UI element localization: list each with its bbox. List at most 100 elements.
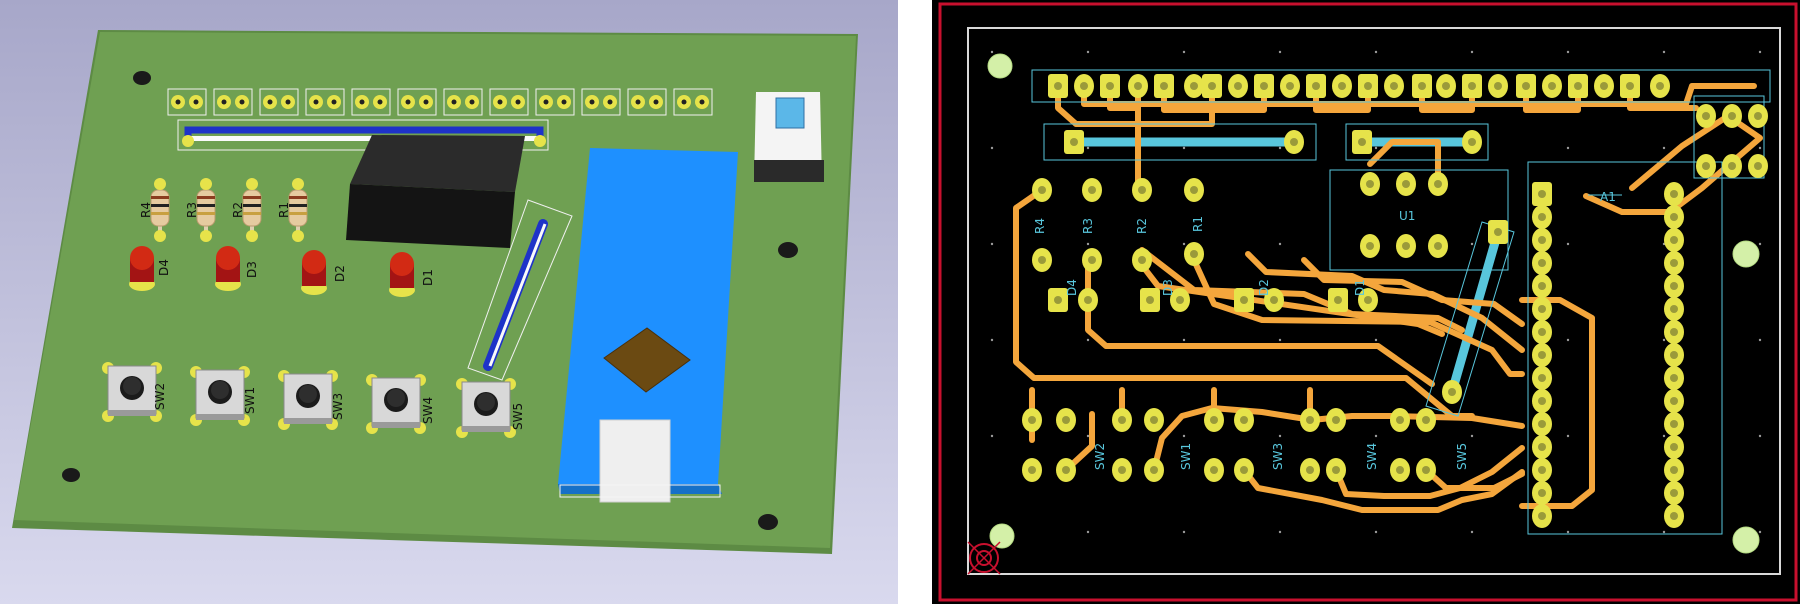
- relay-top: [350, 135, 525, 192]
- mounting-hole: [778, 242, 798, 258]
- header-pad-pair: [351, 88, 391, 116]
- pad: [1048, 74, 1068, 98]
- switch-outline: [1693, 95, 1765, 179]
- pad: [1384, 74, 1404, 98]
- header-pad-pair: [213, 88, 253, 116]
- pad: [1532, 435, 1552, 459]
- pad: [1032, 248, 1052, 272]
- pad: [1748, 154, 1768, 178]
- pad: [1442, 380, 1462, 404]
- pcb-canvas[interactable]: R4 R3 R2 R1 D4 D3 D2 D1 U1 A1 SW2 SW1 SW…: [932, 0, 1800, 604]
- top-trace: [1519, 297, 1595, 509]
- tactile-switch[interactable]: [456, 378, 516, 438]
- silk-sw2: SW2: [153, 383, 167, 410]
- pad: [1532, 228, 1552, 252]
- pad: [182, 135, 194, 147]
- ref-sw2: SW2: [1093, 443, 1107, 470]
- pad: [1664, 228, 1684, 252]
- pad: [1204, 458, 1224, 482]
- pad: [1664, 412, 1684, 436]
- pad: [1664, 205, 1684, 229]
- top-trace: [1629, 113, 1731, 191]
- pad: [1170, 288, 1190, 312]
- tactile-switch[interactable]: [278, 370, 338, 430]
- header-pad-pair: [397, 88, 437, 116]
- pad: [1332, 74, 1352, 98]
- pad: [1064, 130, 1084, 154]
- ref-r2: R2: [1135, 218, 1149, 234]
- pad: [1722, 104, 1742, 128]
- pad: [1326, 458, 1346, 482]
- mcu-chip: [603, 327, 691, 393]
- pad: [1264, 288, 1284, 312]
- pad: [1664, 320, 1684, 344]
- pad: [1234, 408, 1254, 432]
- pad: [1488, 220, 1508, 244]
- jumper-wire-body: [188, 136, 540, 141]
- pad: [1202, 74, 1222, 98]
- pad: [1696, 154, 1716, 178]
- top-trace: [1135, 257, 1445, 337]
- pad: [1532, 251, 1552, 275]
- pad: [1532, 481, 1552, 505]
- relay-outline: [1329, 169, 1509, 271]
- top-trace: [1423, 467, 1525, 491]
- pad: [1412, 74, 1432, 98]
- pad: [1234, 458, 1254, 482]
- pad: [1390, 408, 1410, 432]
- pad: [1300, 458, 1320, 482]
- pad: [1748, 104, 1768, 128]
- pad: [1696, 104, 1716, 128]
- pad: [1532, 274, 1552, 298]
- arduino-outline: [1527, 161, 1723, 535]
- pad: [1462, 74, 1482, 98]
- slide-switch-base: [754, 160, 824, 182]
- pad: [1542, 74, 1562, 98]
- tactile-switch[interactable]: [190, 366, 250, 426]
- jumper-silkscreen: [177, 119, 549, 151]
- origin-marker[interactable]: [967, 541, 1001, 575]
- pad: [1722, 154, 1742, 178]
- pad: [1280, 74, 1300, 98]
- pad: [1128, 74, 1148, 98]
- pad: [1516, 74, 1536, 98]
- pad: [1664, 297, 1684, 321]
- pad: [1326, 408, 1346, 432]
- pad: [1664, 435, 1684, 459]
- pad: [1100, 74, 1120, 98]
- silkscreen-outlines: [1031, 69, 1771, 535]
- silk-d3: D3: [245, 261, 259, 278]
- pad: [1664, 389, 1684, 413]
- 3d-viewport[interactable]: R4 R3 R2 R1 D4 D3 D2 D1 SW2 SW1 SW3 SW4 …: [0, 0, 898, 604]
- pad: [1284, 130, 1304, 154]
- pad: [1664, 481, 1684, 505]
- pad: [1390, 458, 1410, 482]
- ref-r4: R4: [1033, 218, 1047, 234]
- silk-r2: R2: [231, 202, 245, 218]
- tactile-switch[interactable]: [366, 374, 426, 434]
- silk-d2: D2: [333, 265, 347, 282]
- pad: [1664, 504, 1684, 528]
- slide-switch-body[interactable]: [754, 92, 822, 182]
- 3d-viewer-pane[interactable]: R4 R3 R2 R1 D4 D3 D2 D1 SW2 SW1 SW3 SW4 …: [0, 0, 898, 604]
- relay-body[interactable]: [346, 184, 515, 248]
- mounting-hole: [133, 71, 151, 85]
- pad: [534, 135, 546, 147]
- tactile-switch[interactable]: [102, 362, 162, 422]
- slide-switch-knob[interactable]: [775, 97, 805, 129]
- header-outline: [1031, 69, 1771, 103]
- silk-d1: D1: [421, 269, 435, 286]
- resistors-3d: [150, 178, 308, 242]
- pcb-editor-pane[interactable]: R4 R3 R2 R1 D4 D3 D2 D1 U1 A1 SW2 SW1 SW…: [932, 0, 1800, 604]
- pad: [1416, 408, 1436, 432]
- pad: [1254, 74, 1274, 98]
- pad: [1664, 274, 1684, 298]
- silk-sw5: SW5: [511, 403, 525, 430]
- ref-r1: R1: [1191, 216, 1205, 232]
- silkscreen-outline: [559, 484, 721, 498]
- pad: [1664, 458, 1684, 482]
- pad: [1568, 74, 1588, 98]
- pad: [1664, 251, 1684, 275]
- arduino-nano-3d[interactable]: [558, 148, 738, 484]
- tactile-switches-3d: [102, 362, 516, 438]
